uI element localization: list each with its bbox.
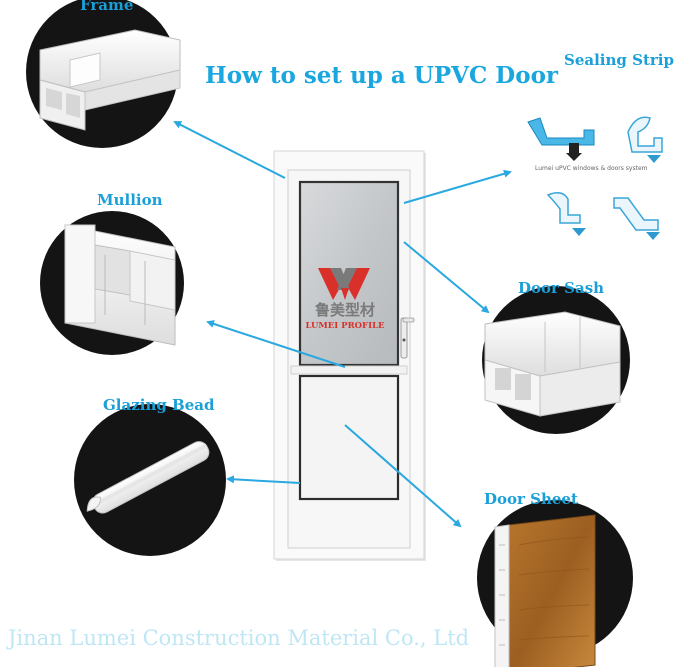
sealing-strip-3 xyxy=(546,192,586,236)
pointer-arrows xyxy=(173,121,512,528)
label-door-sheet: Door Sheet xyxy=(484,490,578,508)
mullion-profile-image xyxy=(40,211,184,355)
label-mullion: Mullion xyxy=(97,191,163,209)
arrow-door-sash xyxy=(403,241,490,314)
company-footer: Jinan Lumei Construction Material Co., L… xyxy=(8,626,470,650)
logo-english-text: LUMEI PROFILE xyxy=(305,321,385,331)
arrow-door-sheet xyxy=(344,424,462,528)
frame-profile-image xyxy=(26,0,181,148)
glazing-bead-profile-image xyxy=(74,404,226,556)
label-glazing-bead: Glazing Bead xyxy=(103,396,215,414)
door-handle xyxy=(400,317,415,359)
label-frame: Frame xyxy=(80,0,134,14)
arrow-mullion xyxy=(206,320,346,368)
sealing-strip-4 xyxy=(613,197,660,240)
sealing-strip-image: Lumei uPVC windows & doors system xyxy=(527,116,663,240)
sealing-strip-2 xyxy=(627,116,663,163)
door-sash-profile-image xyxy=(482,286,630,434)
arrow-sealing-strip xyxy=(403,169,512,204)
arrow-frame xyxy=(173,121,286,179)
sealing-caption-text: Lumei uPVC windows & doors system xyxy=(535,165,648,172)
label-door-sash: Door Sash xyxy=(518,279,605,297)
page-title: How to set up a UPVC Door xyxy=(205,62,559,89)
arrow-glazing-bead xyxy=(226,475,301,484)
mullion-bar xyxy=(290,365,408,375)
lumei-logo-icon xyxy=(318,268,370,300)
sealing-strip-1 xyxy=(527,117,595,161)
label-sealing-strip: Sealing Strip xyxy=(564,51,674,69)
upvc-door: 鲁美型材 LUMEI PROFILE xyxy=(273,150,426,561)
door-sheet-profile-image xyxy=(477,500,633,667)
logo-chinese-text: 鲁美型材 xyxy=(315,301,375,319)
door-sheet-panel xyxy=(298,374,400,501)
